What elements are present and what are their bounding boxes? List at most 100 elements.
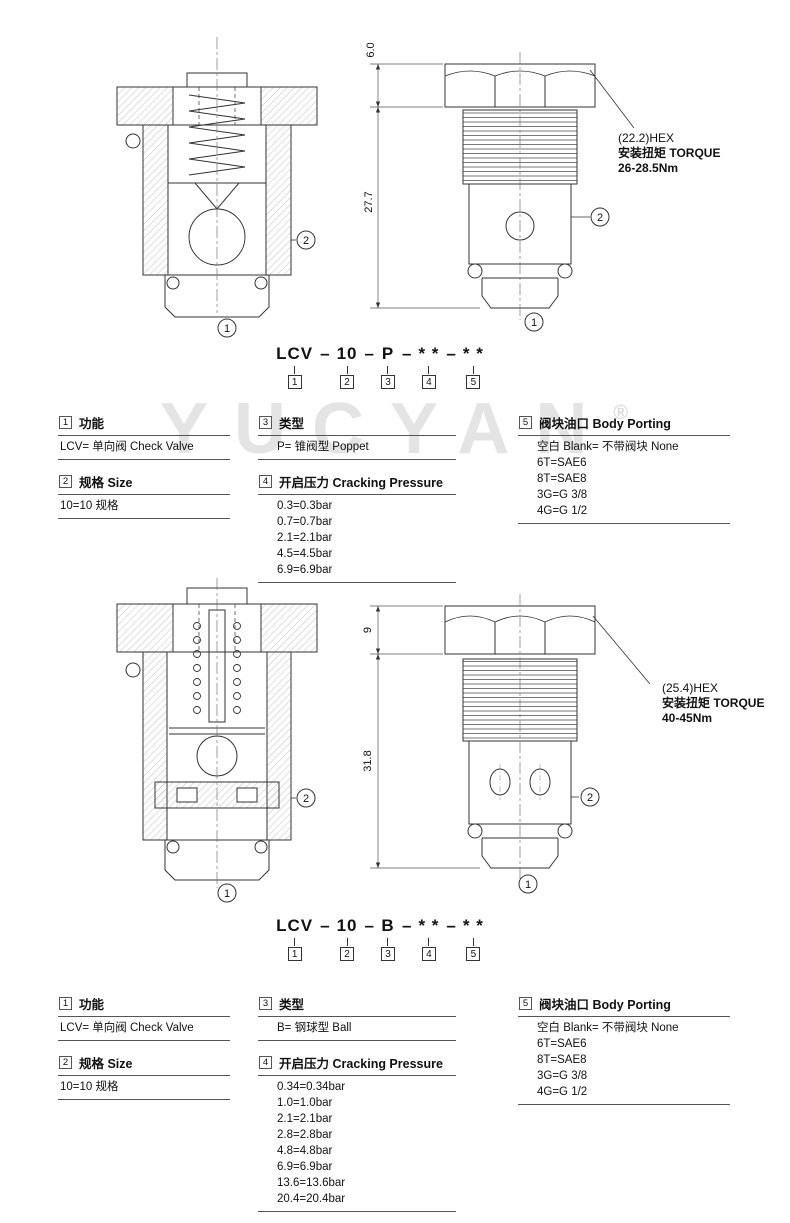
external-drawing-poppet: 6.0 27.7 2 1 xyxy=(363,42,635,332)
hex-size: (25.4)HEX xyxy=(662,681,719,695)
option-line: LCV= 单向阀 Check Valve xyxy=(60,441,194,453)
spec-item-title: 功能 xyxy=(79,998,105,1012)
option-line: 20.4=20.4bar xyxy=(277,1193,346,1205)
code-separator: – xyxy=(446,916,456,935)
option-line: 4.8=4.8bar xyxy=(277,1145,333,1157)
code-box-3: 3 xyxy=(380,375,395,389)
port-label-circles xyxy=(217,230,316,338)
code-connector xyxy=(428,938,430,946)
spec-item-options: LCV= 单向阀 Check Valve xyxy=(58,436,230,460)
code-segment-pressure: * * 4 xyxy=(418,916,439,961)
code-separator: – xyxy=(364,344,374,363)
option-line: 6T=SAE6 xyxy=(537,1038,587,1050)
code-connector xyxy=(346,938,348,946)
option-line: 0.7=0.7bar xyxy=(277,516,333,528)
code-connector xyxy=(387,366,389,374)
oring-upper xyxy=(125,133,141,149)
option-line: 6.9=6.9bar xyxy=(277,564,333,576)
code-separator: – xyxy=(364,916,374,935)
hex-torque-callout-b: (25.4)HEX 安装扭矩 TORQUE 40-45Nm xyxy=(662,681,764,726)
code-connector xyxy=(428,366,430,374)
code-porting: * * xyxy=(462,344,484,363)
code-segment-porting: * * 5 xyxy=(463,916,484,961)
code-type: B xyxy=(381,916,395,935)
port1-label: 1 xyxy=(525,879,531,891)
code-box-4: 4 xyxy=(421,375,436,389)
option-line: 13.6=13.6bar xyxy=(277,1177,346,1189)
code-model: LCV xyxy=(276,344,314,363)
option-line: 6T=SAE6 xyxy=(537,457,587,469)
code-box-2: 2 xyxy=(340,375,355,389)
code-separator: – xyxy=(401,916,412,935)
spec-column-1: 1 功能 LCV= 单向阀 Check Valve 2 规格 Size 10=1… xyxy=(58,993,230,1111)
code-connector xyxy=(472,938,474,946)
oring-upper xyxy=(125,662,141,678)
code-box-5: 5 xyxy=(466,375,481,389)
spec-item-header: 4 开启压力 Cracking Pressure xyxy=(258,471,456,495)
registered-trademark-icon: ® xyxy=(613,402,629,424)
code-box-1: 1 xyxy=(287,375,302,389)
spec-item-title: 阀块油口 Body Porting xyxy=(539,417,671,431)
oring-right xyxy=(557,263,573,279)
port-label-circles xyxy=(524,207,610,332)
code-segment-type: B 3 xyxy=(380,916,395,961)
option-line: 2.8=2.8bar xyxy=(277,1129,333,1141)
spec-item-header: 3 类型 xyxy=(258,993,456,1017)
spec-item-type: 3 类型 P= 锥阀型 Poppet xyxy=(258,412,456,460)
code-box-1: 1 xyxy=(287,947,302,961)
spec-item-cracking-pressure: 4 开启压力 Cracking Pressure 0.3=0.3bar 0.7=0… xyxy=(258,471,456,583)
item-number-box: 1 xyxy=(59,997,72,1010)
option-line: 4G=G 1/2 xyxy=(537,1086,588,1098)
spec-item-size: 2 规格 Size 10=10 规格 xyxy=(58,471,230,519)
callout-leader xyxy=(592,615,650,685)
option-line: 0.3=0.3bar xyxy=(277,500,333,512)
poppet xyxy=(193,182,241,210)
spring-coils xyxy=(193,622,241,714)
option-line: 1.0=1.0bar xyxy=(277,1097,333,1109)
cross-section-drawing-poppet: 2 1 xyxy=(116,37,318,338)
code-segment-porting: * * 5 xyxy=(463,344,484,389)
spec-item-header: 5 阀块油口 Body Porting xyxy=(518,412,730,436)
option-line: 2.1=2.1bar xyxy=(277,1113,333,1125)
dimension-lines xyxy=(370,63,480,309)
spec-item-header: 2 规格 Size xyxy=(58,1052,230,1076)
item-number-box: 2 xyxy=(59,1056,72,1069)
code-size: 10 xyxy=(336,916,358,935)
dim-hex-height: 6.0 xyxy=(365,42,377,57)
oring-right xyxy=(557,823,573,839)
oring-right xyxy=(254,276,268,290)
oring-left xyxy=(467,263,483,279)
spec-column-1: 1 功能 LCV= 单向阀 Check Valve 2 规格 Size 10=1… xyxy=(58,412,230,530)
code-connector xyxy=(346,366,348,374)
option-line: 3G=G 3/8 xyxy=(537,489,588,501)
option-line: 4G=G 1/2 xyxy=(537,505,588,517)
dim-body-length: 27.7 xyxy=(363,191,375,212)
torque-label: 安装扭矩 TORQUE xyxy=(662,696,765,710)
order-code-line: LCV 1 – 10 2 – B 3 – * * 4 – * * 5 xyxy=(276,916,484,961)
hex-size: (22.2)HEX xyxy=(618,131,675,145)
spec-item-header: 2 规格 Size xyxy=(58,471,230,495)
dim-hex-height: 9 xyxy=(362,627,374,633)
oring-right xyxy=(254,840,268,854)
oring-left xyxy=(166,840,180,854)
option-line: 3G=G 3/8 xyxy=(537,1070,588,1082)
torque-value: 40-45Nm xyxy=(662,711,713,725)
code-separator: – xyxy=(446,344,456,363)
code-box-4: 4 xyxy=(421,947,436,961)
spec-item-header: 1 功能 xyxy=(58,412,230,436)
spec-item-title: 类型 xyxy=(279,998,305,1012)
spec-item-options: 10=10 规格 xyxy=(58,495,230,519)
option-line: 8T=SAE8 xyxy=(537,473,587,485)
item-number-box: 5 xyxy=(519,997,532,1010)
spec-item-size: 2 规格 Size 10=10 规格 xyxy=(58,1052,230,1100)
spec-item-title: 开启压力 Cracking Pressure xyxy=(279,1057,443,1071)
code-connector xyxy=(294,366,296,374)
dim-body-length: 31.8 xyxy=(362,750,374,771)
item-number-box: 1 xyxy=(59,416,72,429)
spec-item-type: 3 类型 B= 钢球型 Ball xyxy=(258,993,456,1041)
oring-left xyxy=(166,276,180,290)
